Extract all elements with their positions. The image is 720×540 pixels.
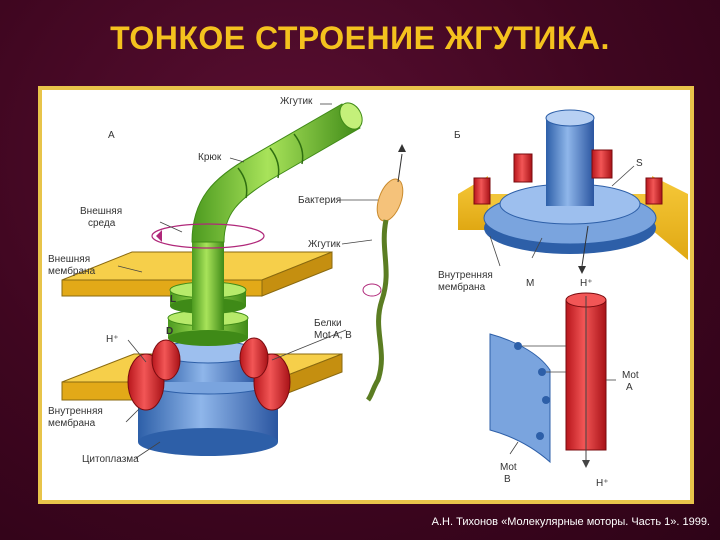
b-mot-1 [513, 153, 533, 183]
label-h-plus-a: H⁺ [106, 334, 119, 345]
label-bakteriya: Бактерия [298, 195, 341, 206]
panel-b-letter: Б [454, 130, 461, 141]
d-ring-bottom [168, 330, 248, 346]
rotor-site-2 [538, 368, 546, 376]
panel-b-bottom-leader-lines [509, 345, 616, 455]
label-mot-a-2: A [626, 382, 633, 393]
c-ring-bottom [138, 428, 278, 456]
label-vneshnyaya-membrana-1: Внешняя [48, 254, 90, 265]
outer-membrane-side [261, 251, 333, 297]
slide-title: ТОНКОЕ СТРОЕНИЕ ЖГУТИКА. [110, 20, 610, 56]
label-vneshnyaya-membrana-2: мембрана [48, 265, 96, 277]
label-kryuk: Крюк [198, 152, 222, 163]
source-credit: А.Н. Тихонов «Молекулярные моторы. Часть… [431, 516, 710, 528]
label-vnutrennyaya-membrana-b-1: Внутренняя [438, 270, 493, 281]
label-s: S [636, 158, 643, 169]
b-h-plus-arrow-line [581, 225, 589, 267]
bacterium-direction-line [397, 153, 403, 183]
b-rod-top [545, 109, 595, 127]
rotation-arc [151, 223, 265, 249]
b-h-plus-arrow-head [578, 266, 586, 274]
label-mot-b-2: B [504, 474, 511, 485]
label-zhgutik-top: Жгутик [280, 96, 313, 107]
rotation-arrow-head [156, 230, 162, 242]
bacterium-body [376, 178, 404, 222]
b-mot-2 [591, 149, 613, 179]
label-ring-d: D [166, 326, 173, 337]
label-vnutrennyaya-membrana-a-2: мембрана [48, 417, 96, 429]
diagram-panel: А [38, 86, 694, 504]
bacterium-direction-arrow [398, 144, 406, 152]
rotor-site-1 [514, 342, 522, 350]
b-rotor-section [489, 333, 551, 464]
label-vneshnyaya-sreda-1: Внешняя [80, 206, 122, 217]
label-h-plus-b-bottom: H⁺ [596, 478, 609, 489]
flagellum-diagram: А [48, 96, 688, 489]
label-m: M [526, 278, 534, 289]
bacterium-flagellum [365, 219, 389, 402]
panel-a-letter: А [108, 130, 115, 141]
hook-seam-3 [293, 133, 304, 165]
hook-and-filament [191, 103, 361, 243]
filament-tip [339, 102, 363, 130]
rod [192, 240, 224, 330]
label-citoplazma: Цитоплазма [82, 454, 139, 465]
rotor-site-3 [542, 396, 550, 404]
panel-b-leader-lines [489, 165, 635, 267]
b-mot-3 [473, 177, 491, 205]
b-mot-4 [645, 177, 663, 205]
mot-protein-right-back [239, 337, 269, 379]
rotor-site-4 [536, 432, 544, 440]
hook-seam-2 [269, 147, 280, 179]
label-h-plus-b-top: H⁺ [580, 278, 593, 289]
label-mot-b-1: Mot [500, 462, 517, 473]
label-ring-l: L [170, 294, 176, 305]
label-belki-1: Белки [314, 318, 342, 329]
b-rod [546, 118, 594, 206]
label-vnutrennyaya-membrana-b-2: мембрана [438, 281, 486, 293]
mot-protein-left-back [151, 339, 181, 381]
flagellum-rotation-loop [362, 283, 382, 297]
b-proton-arrow-head [582, 460, 590, 468]
panel-a-leader-lines [117, 103, 378, 459]
label-vnutrennyaya-membrana-a-1: Внутренняя [48, 406, 103, 417]
label-zhgutik-mid: Жгутик [308, 239, 341, 250]
label-belki-2: Mot A, B [314, 330, 352, 341]
label-mot-a-1: Mot [622, 370, 639, 381]
hook-seam-1 [237, 167, 248, 199]
label-vneshnyaya-sreda-2: среда [88, 218, 116, 229]
